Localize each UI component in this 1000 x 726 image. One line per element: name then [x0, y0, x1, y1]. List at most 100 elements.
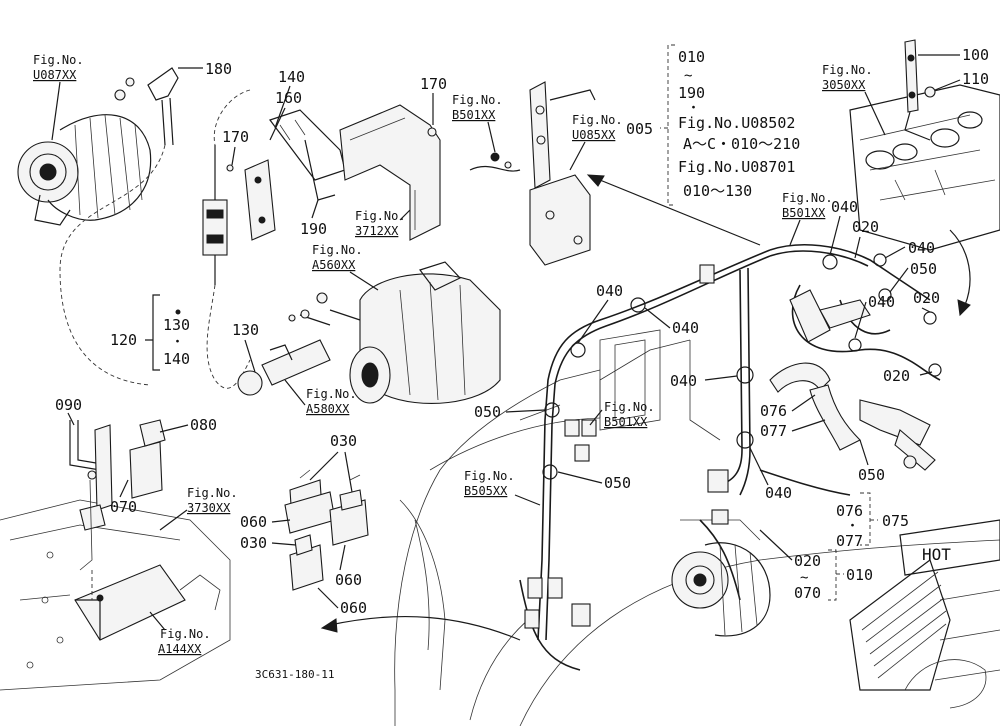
- part-020-a: 020: [852, 218, 879, 236]
- group-075-bracket: [860, 492, 878, 546]
- relay-bracket: [69, 419, 166, 571]
- group-005-bracket: [660, 44, 675, 206]
- fig-ref-a560-title: Fig.No.: [312, 243, 363, 257]
- relay-plate: [226, 109, 346, 241]
- fig-ref-a560-code: A560XX: [312, 258, 356, 272]
- fig-ref-u085-code: U085XX: [572, 128, 616, 142]
- part-077: 077: [760, 422, 787, 440]
- group-005-line-7: 010～130: [683, 182, 752, 200]
- part-060-a: 060: [240, 513, 267, 531]
- starter-motor: [288, 261, 501, 404]
- group-010-label: 010: [846, 566, 873, 584]
- fig-ref-a144-code: A144XX: [158, 642, 202, 656]
- part-070: 070: [110, 498, 137, 516]
- cover-plate-a144: [74, 564, 186, 641]
- hot-label: HOT: [922, 545, 951, 564]
- cable-dashed-top: [213, 89, 251, 146]
- fig-ref-3712-title: Fig.No.: [355, 209, 406, 223]
- group-010-line-1: ~: [800, 570, 808, 586]
- part-020-b: 020: [913, 289, 940, 307]
- fuse-holder: [202, 145, 251, 389]
- solenoid-130: [237, 339, 331, 396]
- part-060-c: 060: [340, 599, 367, 617]
- group-005-line-1: ~: [684, 68, 692, 84]
- group-120-line-1: ・: [171, 335, 184, 350]
- hoses-and-plug: [769, 289, 936, 471]
- fig-ref-b501-right-title: Fig.No.: [782, 191, 833, 205]
- fig-ref-u087-code: U087XX: [33, 68, 77, 82]
- group-005-line-2: 190: [678, 84, 705, 102]
- fig-ref-b501-mid-code: B501XX: [604, 415, 648, 429]
- part-170-right: 170: [420, 75, 447, 93]
- part-040-c: 040: [868, 293, 895, 311]
- group-005-line-6: Fig.No.U08701: [678, 158, 795, 176]
- group-075-line-1: ・: [846, 519, 859, 534]
- part-050-d: 050: [858, 466, 885, 484]
- part-140: 140: [278, 68, 305, 86]
- fig-ref-b501-top-title: Fig.No.: [452, 93, 503, 107]
- part-076: 076: [760, 402, 787, 420]
- group-005-line-5: A～C・010～210: [683, 135, 800, 153]
- part-030-a: 030: [330, 432, 357, 450]
- group-010-bracket: [828, 549, 844, 601]
- group-005-label: 005: [626, 120, 653, 138]
- group-075-label: 075: [882, 512, 909, 530]
- group-005-line-0: 010: [678, 48, 705, 66]
- part-020-c: 020: [883, 367, 910, 385]
- part-040-e: 040: [672, 319, 699, 337]
- part-030-b: 030: [240, 534, 267, 552]
- part-050-a: 050: [910, 260, 937, 278]
- group-010-line-2: 070: [794, 584, 821, 602]
- group-120-line-2: 140: [163, 350, 190, 368]
- group-120-bracket: [145, 294, 160, 371]
- part-090: 090: [55, 396, 82, 414]
- fig-ref-u085-title: Fig.No.: [572, 113, 623, 127]
- fig-ref-b505-title: Fig.No.: [464, 469, 515, 483]
- fig-ref-b501-top-code: B501XX: [452, 108, 496, 122]
- bracket-3712: [339, 104, 441, 241]
- cable-dashed-alt: [59, 144, 166, 386]
- arrow-to-u085: [586, 174, 761, 246]
- group-005-line-4: Fig.No.U08502: [678, 114, 795, 132]
- group-120-label: 120: [110, 331, 137, 349]
- part-130: 130: [232, 321, 259, 339]
- footer-code: 3C631-180-11: [255, 668, 334, 681]
- part-160: 160: [275, 89, 302, 107]
- fig-ref-a580-code: A580XX: [306, 402, 350, 416]
- fig-ref-3730-code: 3730XX: [187, 501, 231, 515]
- fig-ref-b505-code: B505XX: [464, 484, 508, 498]
- part-100: 100: [962, 46, 989, 64]
- group-005-line-3: ・: [687, 101, 700, 116]
- arrow-to-relays: [329, 616, 521, 641]
- bracket-100: [904, 39, 936, 141]
- part-050-b: 050: [474, 403, 501, 421]
- alternator-lower: [671, 542, 771, 637]
- part-040-g: 040: [765, 484, 792, 502]
- group-010-line-0: 020: [794, 552, 821, 570]
- part-050-c: 050: [604, 474, 631, 492]
- part-080: 080: [190, 416, 217, 434]
- group-075-line-2: 077: [836, 532, 863, 550]
- part-170-left: 170: [222, 128, 249, 146]
- part-190: 190: [300, 220, 327, 238]
- part-040-d: 040: [596, 282, 623, 300]
- alternator-top-left: [17, 67, 179, 226]
- group-075-line-0: 076: [836, 502, 863, 520]
- fig-ref-3712-code: 3712XX: [355, 224, 399, 238]
- fig-ref-u087-title: Fig.No.: [33, 53, 84, 67]
- part-110: 110: [962, 70, 989, 88]
- fig-ref-b501-right-code: B501XX: [782, 206, 826, 220]
- part-040-a: 040: [831, 198, 858, 216]
- group-120-line-0: 130: [163, 316, 190, 334]
- fuse-relays: [284, 469, 369, 591]
- fig-ref-3730-title: Fig.No.: [187, 486, 238, 500]
- part-040-b: 040: [908, 239, 935, 257]
- fig-ref-b501-mid-title: Fig.No.: [604, 400, 655, 414]
- fig-ref-a580-title: Fig.No.: [306, 387, 357, 401]
- tractor-body-outline: HOT: [0, 84, 1000, 726]
- part-180: 180: [205, 60, 232, 78]
- bracket-u085: [469, 81, 596, 266]
- fig-ref-a144-title: Fig.No.: [160, 627, 211, 641]
